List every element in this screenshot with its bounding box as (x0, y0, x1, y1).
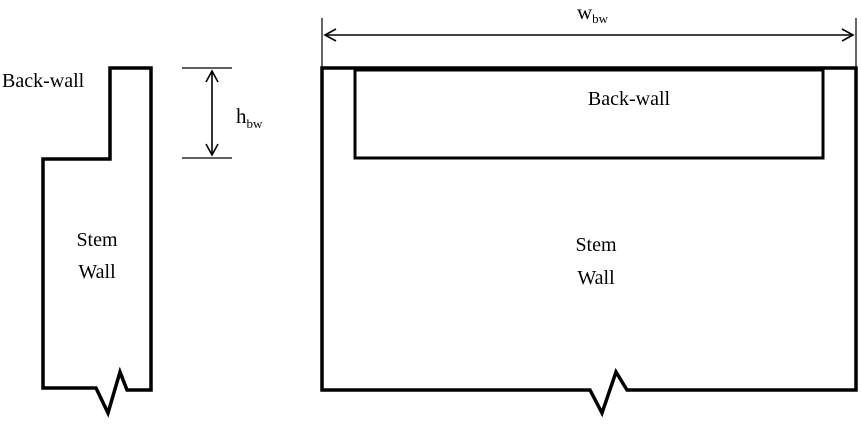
front-wall-label: Wall (577, 267, 615, 289)
width-label: wbw (577, 0, 609, 26)
height-dimension: hbw (182, 67, 263, 159)
width-symbol: w (577, 0, 593, 24)
side-view: Back-wall Stem Wall (2, 66, 153, 418)
front-stem-label: Stem (575, 234, 617, 256)
front-view: Back-wall Stem Wall (320, 66, 858, 418)
width-dimension: wbw (321, 0, 857, 68)
side-break-line (95, 368, 128, 416)
width-subscript: bw (592, 11, 609, 26)
height-symbol: h (236, 104, 247, 128)
front-backwall-label: Back-wall (588, 88, 671, 110)
side-stem-label: Stem (76, 229, 118, 251)
front-backwall-rect (353, 68, 825, 160)
side-backwall-label: Back-wall (2, 70, 85, 92)
height-subscript: bw (247, 116, 264, 131)
height-label: hbw (236, 104, 263, 131)
side-wall-label: Wall (78, 261, 116, 283)
front-break-line (589, 369, 628, 416)
